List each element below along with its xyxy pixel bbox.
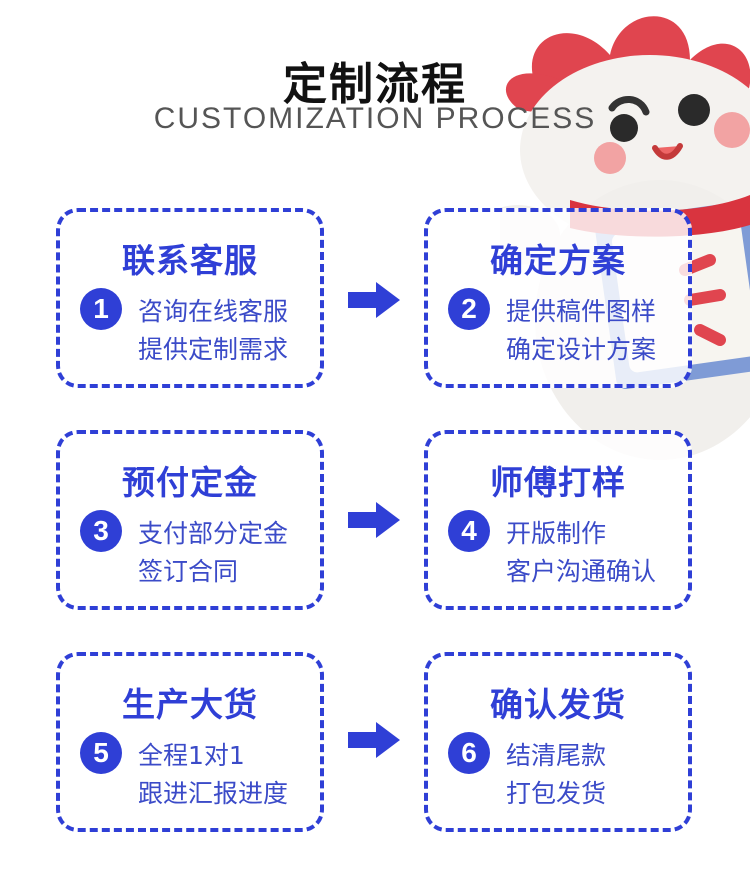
step-detail: 提供稿件图样: [506, 297, 657, 326]
step-number-badge: 5: [80, 732, 122, 774]
step-number-badge: 6: [448, 732, 490, 774]
step-card-2: 确定方案 2 提供稿件图样 确定设计方案: [424, 208, 692, 388]
step-detail: 确定设计方案: [506, 335, 657, 364]
step-title: 确认发货: [490, 685, 626, 724]
step-card-6: 确认发货 6 结清尾款 打包发货: [424, 652, 692, 832]
step-card-5: 生产大货 5 全程1对1 跟进汇报进度: [56, 652, 324, 832]
step-title: 生产大货: [122, 685, 258, 724]
step-title: 师傅打样: [490, 463, 626, 502]
arrow-right-icon: [348, 282, 400, 318]
step-number-badge: 2: [448, 288, 490, 330]
step-title: 联系客服: [122, 241, 258, 280]
step-card-4: 师傅打样 4 开版制作 客户沟通确认: [424, 430, 692, 610]
step-number-badge: 4: [448, 510, 490, 552]
step-title: 确定方案: [490, 241, 626, 280]
page-subtitle: CUSTOMIZATION PROCESS: [153, 102, 597, 135]
step-detail: 跟进汇报进度: [138, 779, 289, 808]
step-detail: 开版制作: [506, 519, 607, 548]
step-card-1: 联系客服 1 咨询在线客服 提供定制需求: [56, 208, 324, 388]
step-number-badge: 3: [80, 510, 122, 552]
step-detail: 全程1对1: [138, 741, 245, 770]
step-detail: 客户沟通确认: [506, 557, 657, 586]
step-detail: 打包发货: [506, 779, 607, 808]
step-title: 预付定金: [122, 463, 258, 502]
step-detail: 提供定制需求: [138, 335, 289, 364]
arrow-right-icon: [348, 722, 400, 758]
step-detail: 结清尾款: [506, 741, 607, 770]
page-title: 定制流程: [283, 59, 467, 110]
step-detail: 咨询在线客服: [138, 297, 289, 326]
step-detail: 签订合同: [138, 557, 239, 586]
step-detail: 支付部分定金: [138, 519, 289, 548]
arrow-right-icon: [348, 502, 400, 538]
step-card-3: 预付定金 3 支付部分定金 签订合同: [56, 430, 324, 610]
step-number-badge: 1: [80, 288, 122, 330]
